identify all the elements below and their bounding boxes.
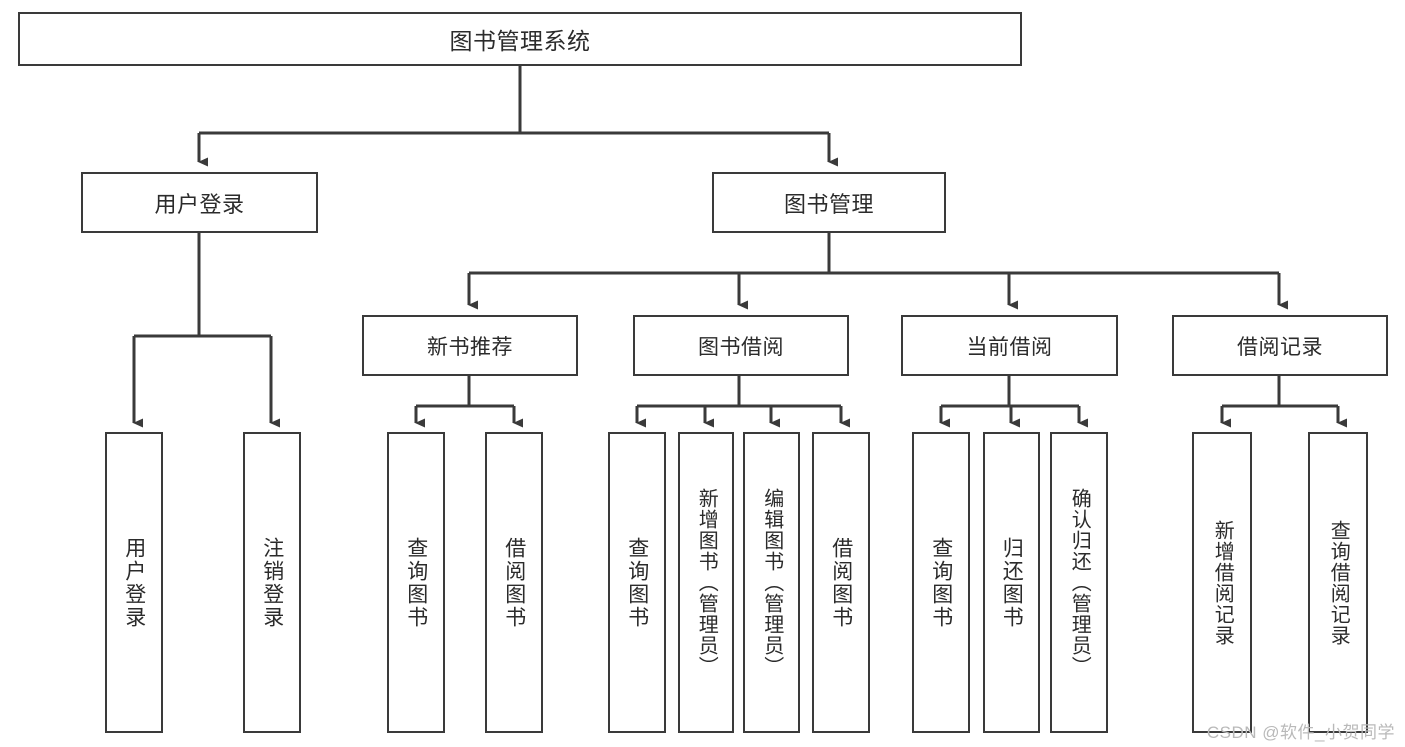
watermark-text: CSDN @软件_小贺同学 <box>1206 723 1395 742</box>
node-label: 用户登录 <box>122 536 146 629</box>
node-user-login[interactable]: 用户登录 <box>81 172 318 233</box>
node-current-borrow[interactable]: 当前借阅 <box>901 315 1118 376</box>
node-label: 借阅图书 <box>502 536 526 629</box>
node-label: 当前借阅 <box>966 335 1053 359</box>
leaf-record-add-record[interactable]: 新增借阅记录 <box>1192 432 1252 733</box>
node-label: 借阅记录 <box>1237 335 1323 359</box>
leaf-borrow-edit-book-admin[interactable]: 编辑图书（管理员） <box>743 432 800 733</box>
leaf-user-login-login[interactable]: 用户登录 <box>105 432 163 733</box>
node-label: 查询借阅记录 <box>1327 519 1350 646</box>
node-label: 图书借阅 <box>698 335 784 359</box>
node-label: 查询图书 <box>404 536 428 629</box>
node-label: 注销登录 <box>260 536 284 629</box>
node-borrow-record[interactable]: 借阅记录 <box>1172 315 1388 376</box>
node-label: 编辑图书（管理员） <box>760 488 783 677</box>
leaf-borrow-add-book-admin[interactable]: 新增图书（管理员） <box>678 432 734 733</box>
leaf-current-confirm-return-admin[interactable]: 确认归还（管理员） <box>1050 432 1108 733</box>
node-label: 新书推荐 <box>427 335 513 359</box>
leaf-current-return-book[interactable]: 归还图书 <box>983 432 1040 733</box>
node-label: 新增图书（管理员） <box>695 488 718 677</box>
node-book-management[interactable]: 图书管理 <box>712 172 946 233</box>
node-label: 确认归还（管理员） <box>1068 488 1091 677</box>
node-label: 归还图书 <box>1000 536 1024 629</box>
leaf-current-query-book[interactable]: 查询图书 <box>912 432 970 733</box>
node-label: 借阅图书 <box>829 536 853 629</box>
leaf-recommend-borrow-book[interactable]: 借阅图书 <box>485 432 543 733</box>
node-label: 查询图书 <box>929 536 953 629</box>
leaf-borrow-query-book[interactable]: 查询图书 <box>608 432 666 733</box>
leaf-borrow-borrow-book[interactable]: 借阅图书 <box>812 432 870 733</box>
leaf-user-login-logout[interactable]: 注销登录 <box>243 432 301 733</box>
leaf-record-query-record[interactable]: 查询借阅记录 <box>1308 432 1368 733</box>
node-new-book-recommend[interactable]: 新书推荐 <box>362 315 578 376</box>
node-book-borrow[interactable]: 图书借阅 <box>633 315 849 376</box>
node-label: 图书管理系统 <box>449 28 591 54</box>
leaf-recommend-query-book[interactable]: 查询图书 <box>387 432 445 733</box>
node-root-system[interactable]: 图书管理系统 <box>18 12 1022 66</box>
node-label: 用户登录 <box>154 191 245 217</box>
node-label: 新增借阅记录 <box>1211 519 1234 646</box>
node-label: 查询图书 <box>625 536 649 629</box>
node-label: 图书管理 <box>783 191 874 217</box>
